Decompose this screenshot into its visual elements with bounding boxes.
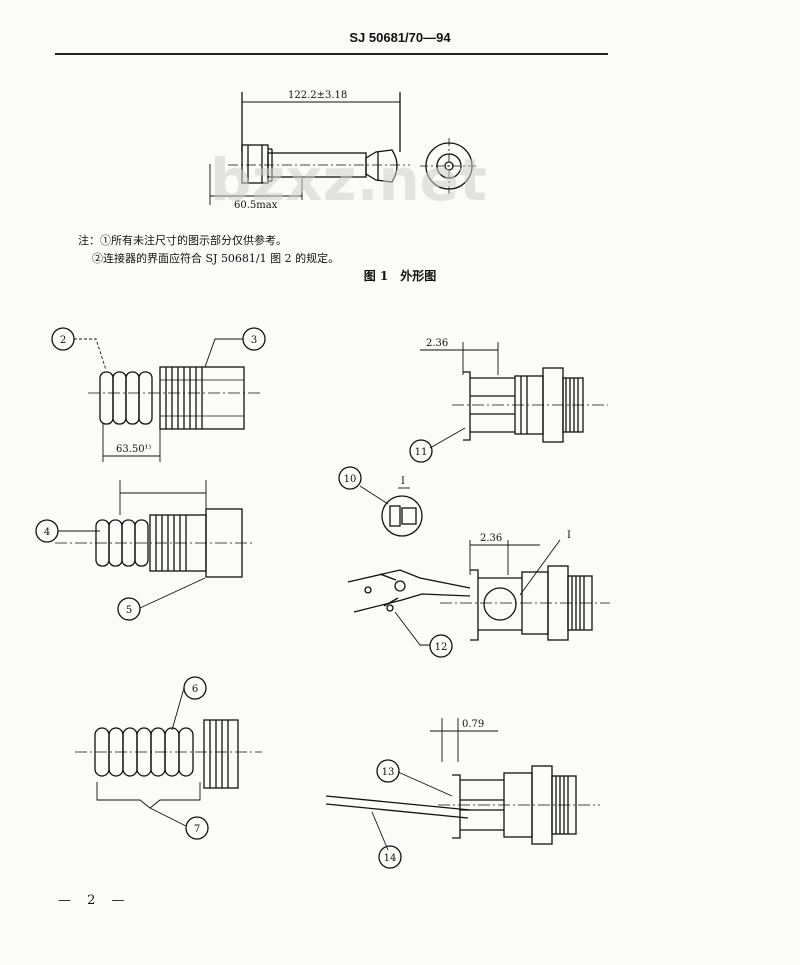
dim-63-50: 63.50¹⁾	[116, 444, 151, 455]
assembly-step-cut-tool	[347, 539, 610, 658]
dim-max: 60.5max	[234, 200, 278, 211]
note-2: ②连接器的界面应符合 SJ 50681/1 图 2 的规定。	[92, 252, 340, 265]
callout-12: 12	[435, 642, 448, 653]
callout-7: 7	[194, 824, 200, 835]
detail-label-2: I	[567, 530, 571, 541]
callout-14: 14	[384, 853, 397, 864]
assembly-step-contact-trim	[409, 342, 608, 463]
callout-3: 3	[251, 335, 257, 346]
assembly-step-insert	[325, 718, 600, 869]
header-rule	[55, 53, 608, 55]
assembly-step-slide-ferrule	[35, 480, 255, 621]
watermark: bzxz.net	[210, 146, 487, 214]
dim-0-79: 0.79	[462, 719, 484, 730]
dim-2-36-top: 2.36	[426, 338, 448, 349]
callout-4: 4	[44, 527, 50, 538]
dim-length: 122.2±3.18	[288, 90, 347, 101]
callout-13: 13	[382, 767, 395, 778]
standard-code: SJ 50681/70—94	[349, 30, 451, 45]
page-number: — 2 —	[58, 893, 131, 908]
figure-caption: 图 1 外形图	[363, 269, 437, 283]
assembly-step-braid-ferrule	[51, 327, 266, 462]
callout-2: 2	[60, 335, 66, 346]
callout-11: 11	[415, 447, 428, 458]
callout-5: 5	[126, 605, 132, 616]
dim-2-36-mid: 2.36	[480, 533, 502, 544]
callout-6: 6	[192, 684, 198, 695]
assembly-step-crimp	[75, 676, 262, 840]
callout-10: 10	[344, 474, 357, 485]
figure1-outline	[209, 92, 478, 205]
note-1: 注：①所有未注尺寸的图示部分仅供参考。	[78, 234, 287, 247]
detail-label: I	[401, 476, 405, 487]
detail-view-i	[338, 466, 423, 537]
